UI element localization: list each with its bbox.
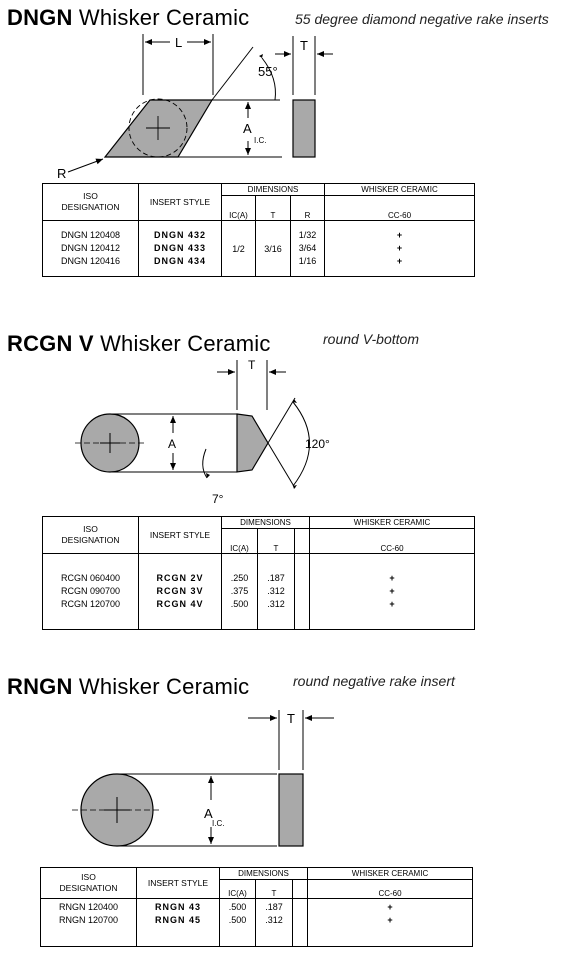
dngn-title: DNGN Whisker Ceramic bbox=[7, 5, 249, 31]
dngn-subtitle: 55 degree diamond negative rake inserts bbox=[295, 11, 549, 27]
dngn-title-code: DNGN bbox=[7, 5, 73, 30]
dngn-availability: +++ bbox=[324, 220, 475, 277]
rngn-title: RNGN Whisker Ceramic bbox=[7, 674, 249, 700]
dngn-ic-circle bbox=[128, 98, 188, 158]
rcgn-title: RCGN V Whisker Ceramic bbox=[7, 331, 271, 357]
rngn-subtitle: round negative rake insert bbox=[293, 673, 455, 689]
rcgn-120-label: 120° bbox=[305, 437, 330, 451]
rngn-title-rest: Whisker Ceramic bbox=[72, 674, 250, 699]
rngn-A-label: A bbox=[204, 806, 213, 821]
dngn-diagram: L 55° A I.C. T R bbox=[57, 34, 333, 181]
dngn-col-t: T bbox=[255, 195, 291, 221]
rcgn-subtitle: round V-bottom bbox=[323, 331, 419, 347]
dngn-ic-value: 1/2 bbox=[221, 220, 256, 277]
rcgn-grade: CC-60 bbox=[309, 528, 475, 554]
rngn-T-label: T bbox=[287, 711, 295, 726]
rngn-blank-cell bbox=[292, 898, 308, 947]
dngn-angle-label: 55° bbox=[258, 64, 278, 79]
rngn-ic-label: I.C. bbox=[212, 819, 224, 828]
rngn-title-code: RNGN bbox=[7, 674, 73, 699]
rngn-dimensions-header: DIMENSIONS bbox=[219, 867, 308, 880]
rcgn-title-code: RCGN V bbox=[7, 331, 94, 356]
dngn-R-label: R bbox=[57, 166, 66, 181]
rngn-side-view bbox=[278, 773, 304, 847]
dngn-T-label: T bbox=[300, 38, 308, 53]
rcgn-title-rest: Whisker Ceramic bbox=[93, 331, 271, 356]
rngn-blank-col bbox=[292, 879, 308, 899]
dngn-col-r: R bbox=[290, 195, 325, 221]
rcgn-A-label: A bbox=[168, 437, 176, 451]
rngn-diagram: A I.C. T bbox=[72, 710, 334, 847]
rcgn-T-label: T bbox=[248, 358, 256, 372]
dngn-L-label: L bbox=[175, 35, 182, 50]
rcgn-side-view bbox=[236, 413, 269, 473]
rngn-ic-values: .500.500 bbox=[219, 898, 256, 947]
dngn-side-view bbox=[292, 99, 316, 158]
dngn-A-label: A bbox=[243, 121, 252, 136]
rngn-style-header: INSERT STYLE bbox=[136, 867, 220, 899]
dngn-title-rest: Whisker Ceramic bbox=[72, 5, 250, 30]
dngn-ic-label: I.C. bbox=[254, 136, 266, 145]
dngn-t-value: 3/16 bbox=[255, 220, 291, 277]
rngn-col-ic: IC(A) bbox=[219, 879, 256, 899]
rcgn-ic-values: .250.375.500 bbox=[221, 553, 258, 630]
rcgn-7-label: 7° bbox=[212, 492, 224, 506]
rngn-t-values: .187.312 bbox=[255, 898, 293, 947]
rngn-grade: CC-60 bbox=[307, 879, 473, 899]
rngn-col-t: T bbox=[255, 879, 293, 899]
rcgn-diagram: A T 120° 7° bbox=[75, 358, 330, 506]
rcgn-availability: +++ bbox=[309, 553, 475, 630]
dngn-grade: CC-60 bbox=[324, 195, 475, 221]
rngn-ceramic-header: WHISKER CERAMIC bbox=[307, 867, 473, 880]
rngn-availability: ++ bbox=[307, 898, 473, 947]
